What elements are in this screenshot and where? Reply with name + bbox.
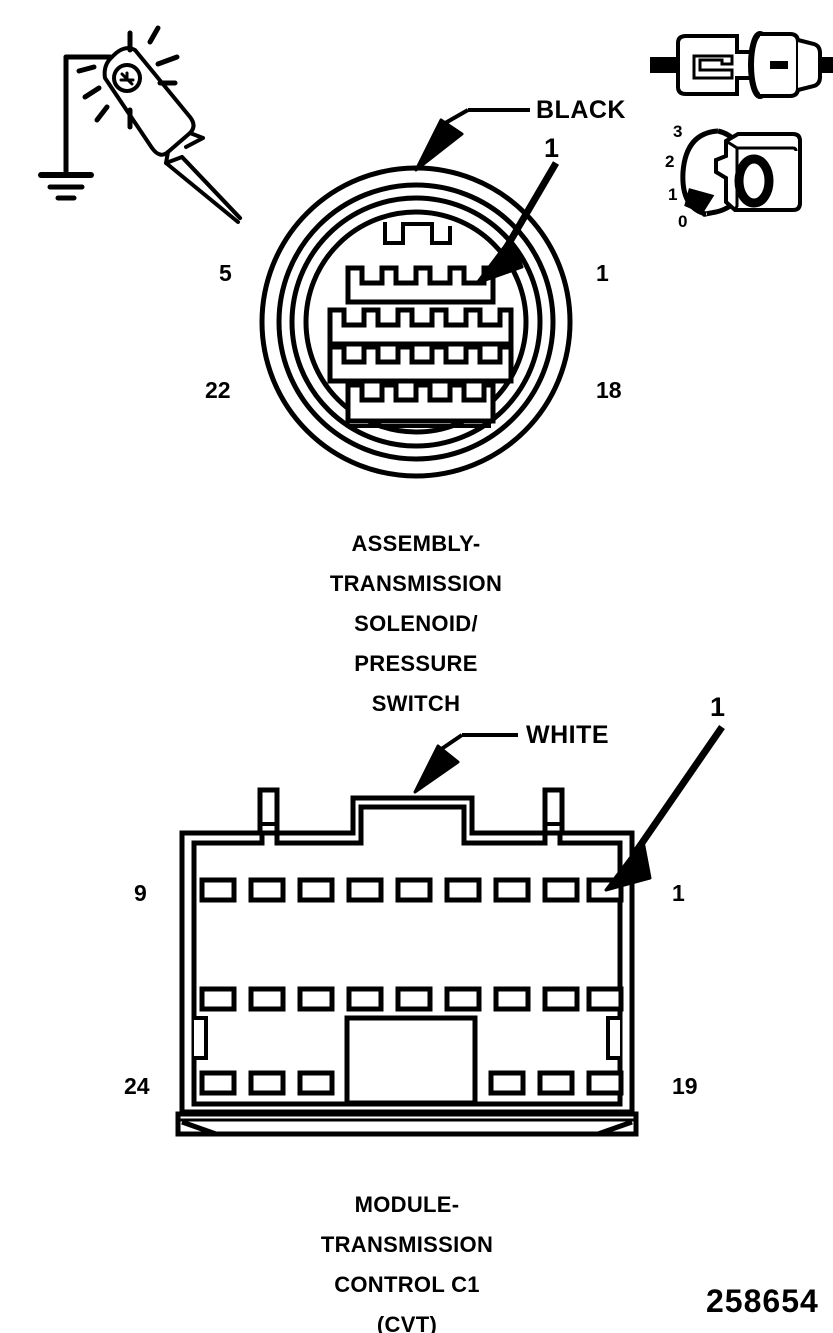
rect-connector-label-top-right: 1 xyxy=(672,880,685,906)
caption-line: SOLENOID/ xyxy=(354,611,478,636)
pin-one-leader-arrow-round xyxy=(475,161,560,285)
figure-number: 258654 xyxy=(706,1283,819,1319)
round-connector-label-top-left: 5 xyxy=(219,260,232,286)
caption-line: TRANSMISSION xyxy=(329,571,503,596)
round-connector-caption: ASSEMBLY- TRANSMISSION SOLENOID/ PRESSUR… xyxy=(266,524,566,724)
rect-connector-graphic xyxy=(175,787,639,1137)
key-position-0: 0 xyxy=(678,212,688,231)
rect-connector-label-bottom-right: 19 xyxy=(672,1073,698,1099)
key-position-2: 2 xyxy=(665,152,675,171)
round-connector-color-label: BLACK xyxy=(536,96,626,124)
caption-line: SWITCH xyxy=(371,691,461,716)
rect-connector-color-label: WHITE xyxy=(526,721,610,749)
caption-line: (CVT) xyxy=(376,1312,438,1333)
connector-pair-icon xyxy=(650,31,833,99)
round-connector-label-top-right: 1 xyxy=(596,260,609,286)
ignition-key-switch-icon xyxy=(680,128,802,217)
rect-connector-caption: MODULE- TRANSMISSION CONTROL C1 (CVT) xyxy=(257,1185,557,1333)
round-connector-label-bottom-right: 18 xyxy=(596,377,622,403)
round-connector-graphic xyxy=(259,165,573,479)
white-leader-arrow xyxy=(413,733,518,794)
rect-connector-label-bottom-left: 24 xyxy=(124,1073,150,1099)
key-position-1: 1 xyxy=(668,185,678,204)
round-connector-label-bottom-left: 22 xyxy=(205,377,231,403)
test-light-probe-icon xyxy=(38,25,242,224)
caption-line: ASSEMBLY- xyxy=(351,531,481,556)
pin-one-leader-arrow-rect xyxy=(604,725,725,892)
black-leader-arrow xyxy=(414,108,530,172)
caption-line: MODULE- xyxy=(354,1192,460,1217)
caption-line: PRESSURE xyxy=(354,651,478,676)
caption-line: CONTROL C1 xyxy=(334,1272,480,1297)
rect-connector-label-top-left: 9 xyxy=(134,880,147,906)
key-position-3: 3 xyxy=(673,122,683,141)
rect-connector-pin-one-label: 1 xyxy=(710,692,726,722)
round-connector-pin-one-label: 1 xyxy=(544,133,560,163)
caption-line: TRANSMISSION xyxy=(320,1232,494,1257)
